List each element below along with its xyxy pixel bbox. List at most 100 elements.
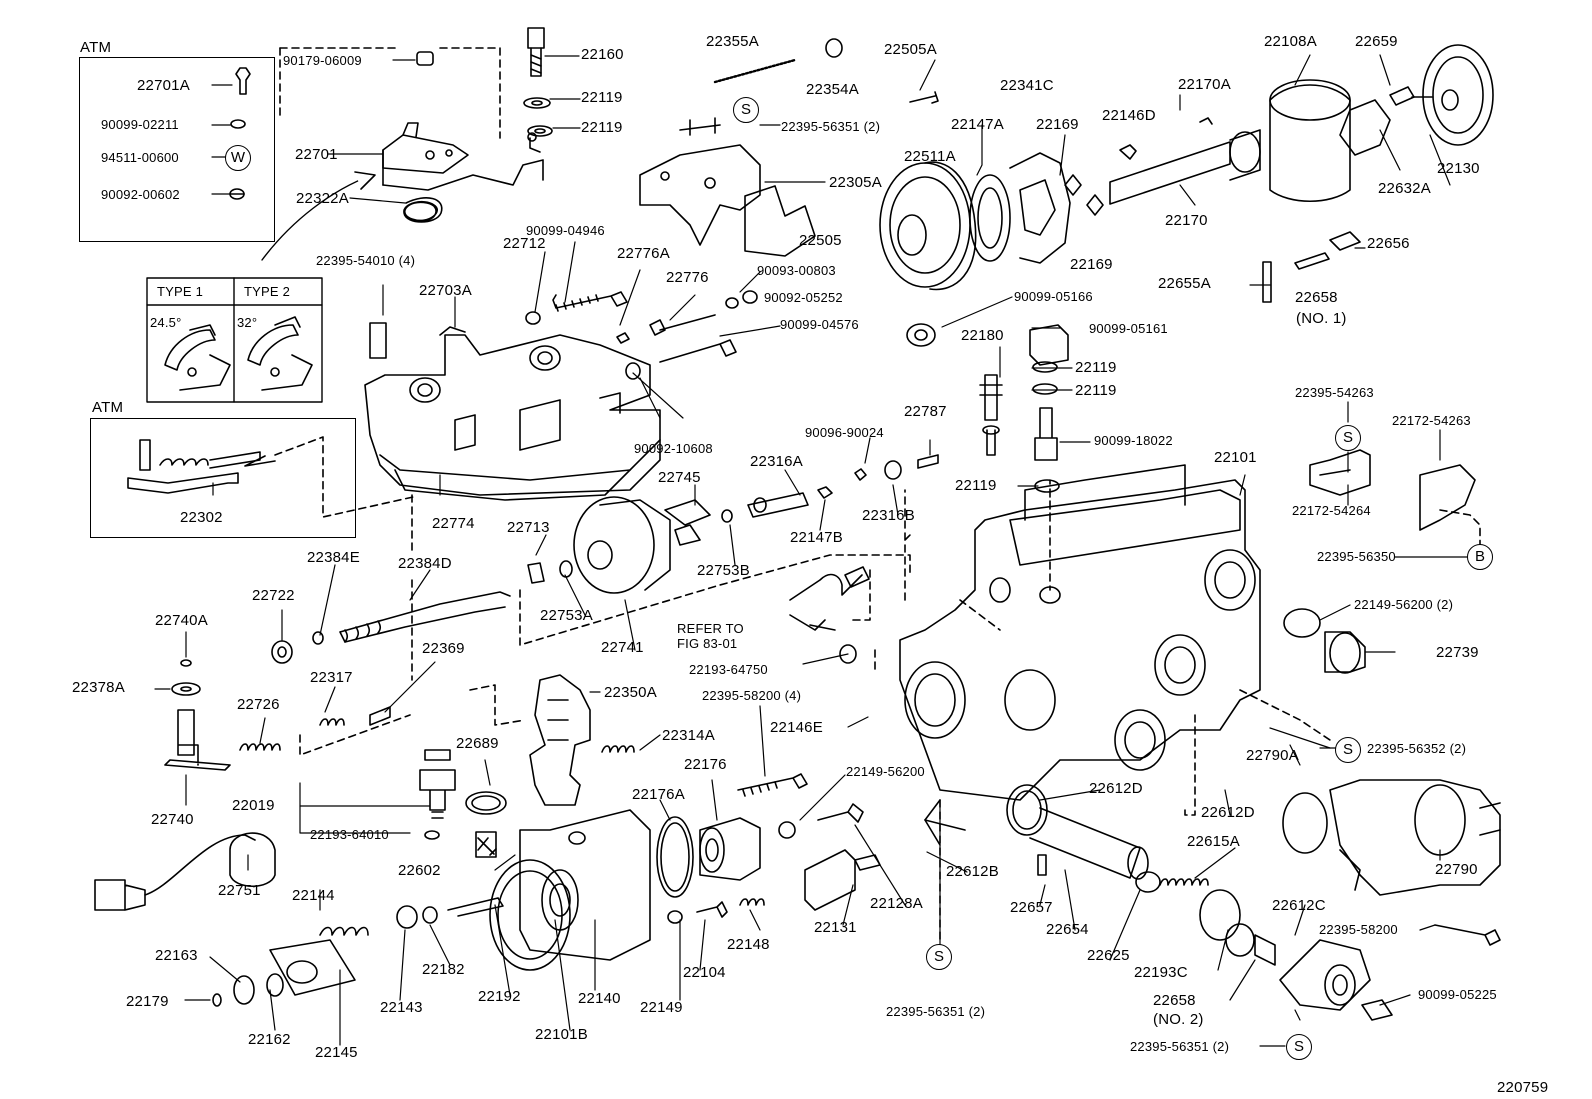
part-label: 22322A: [296, 190, 349, 207]
part-label: 22179: [126, 993, 169, 1010]
part-label: 22657: [1010, 899, 1053, 916]
part-label: 22395-56350: [1317, 549, 1396, 564]
part-label: 22146E: [770, 719, 823, 736]
part-label: 22316A: [750, 453, 803, 470]
atm-actuator-22302: [127, 439, 276, 494]
part-label: 22612C: [1272, 897, 1326, 914]
part-label: 22701A: [137, 77, 190, 94]
part-label: 22176: [684, 756, 727, 773]
part-label: 22395-54263: [1295, 385, 1374, 400]
part-label: 22144: [292, 887, 335, 904]
governor-cover-22703A: [364, 322, 661, 501]
part-label: 22602: [398, 862, 441, 879]
part-label: 22149-56200 (2): [1354, 597, 1454, 612]
diagram-id: 220759: [1497, 1079, 1549, 1096]
bracket-22305A: [639, 117, 816, 257]
part-label: 22740A: [155, 612, 208, 629]
part-label: 22740: [151, 811, 194, 828]
part-label: 22790A: [1246, 747, 1299, 764]
part-label: 22703A: [419, 282, 472, 299]
part-label: 22384D: [398, 555, 452, 572]
part-label: 22193C: [1134, 964, 1188, 981]
part-label: 22147B: [790, 529, 843, 546]
part-label: 22395-56351 (2): [886, 1004, 986, 1019]
part-label: 22713: [507, 519, 550, 536]
part-label: 22505: [799, 232, 842, 249]
part-label: 22787: [904, 403, 947, 420]
part-label: 22145: [315, 1044, 358, 1061]
part-label: 22176A: [632, 786, 685, 803]
part-label: 22658: [1153, 992, 1196, 1009]
part-label: 22341C: [1000, 77, 1054, 94]
part-label: 22108A: [1264, 33, 1317, 50]
part-label: 90099-05166: [1014, 289, 1093, 304]
part-label: 22741: [601, 639, 644, 656]
part-label: 22395-56351 (2): [1130, 1039, 1230, 1054]
feed-pump-parts: [1269, 44, 1494, 203]
part-label: 22395-56351 (2): [781, 119, 881, 134]
part-label: 22131: [814, 919, 857, 936]
part-label: 22193-64750: [689, 662, 768, 677]
part-label: 22656: [1367, 235, 1410, 252]
part-label: 90179-06009: [283, 53, 362, 68]
part-label: 22193-64010: [310, 827, 389, 842]
part-label: 22104: [683, 964, 726, 981]
part-label: 22147A: [951, 116, 1004, 133]
part-label: 22101B: [535, 1026, 588, 1043]
part-label: 22774: [432, 515, 475, 532]
part-label: 90099-04576: [780, 317, 859, 332]
part-label: 22163: [155, 947, 198, 964]
part-label: 22612B: [946, 863, 999, 880]
part-label: 90099-04946: [526, 223, 605, 238]
atm-inset-middle: [90, 418, 356, 538]
part-label: 22172-54263: [1392, 413, 1471, 428]
part-label: 22689: [456, 735, 499, 752]
part-label: 22395-54010 (4): [316, 253, 416, 268]
part-label: 22169: [1036, 116, 1079, 133]
pump-housing-22101: [899, 464, 1261, 846]
part-label: 22149-56200: [846, 764, 925, 779]
part-label: 22316B: [862, 507, 915, 524]
part-label: 22302: [180, 509, 223, 526]
part-label: 90096-90024: [805, 425, 884, 440]
s-symbol-22790: S: [1335, 737, 1361, 763]
part-label: 22722: [252, 587, 295, 604]
angle1-label: 24.5°: [150, 315, 182, 330]
part-label: (NO. 2): [1153, 1011, 1204, 1028]
part-label: 22119: [1075, 382, 1117, 399]
atm-inset-top: [79, 57, 275, 242]
part-label: 22169: [1070, 256, 1113, 273]
part-label: (NO. 1): [1296, 310, 1347, 327]
part-label: 22128A: [870, 895, 923, 912]
part-label: 90099-18022: [1094, 433, 1173, 448]
part-label: 22149: [640, 999, 683, 1016]
part-label: 22119: [1075, 359, 1117, 376]
part-label: 22505A: [884, 41, 937, 58]
part-label: 22140: [578, 990, 621, 1007]
part-label: 22172-54264: [1292, 503, 1371, 518]
part-label: 22776: [666, 269, 709, 286]
part-label: 22143: [380, 999, 423, 1016]
refer-line2: FIG 83-01: [677, 636, 738, 651]
part-label: 22790: [1435, 861, 1478, 878]
part-label: 22395-58200 (4): [702, 688, 802, 703]
s-symbol-right: S: [1335, 425, 1361, 451]
part-label: 22378A: [72, 679, 125, 696]
adjusting-lever-group: [229, 51, 544, 261]
part-label: 90099-05225: [1418, 987, 1497, 1002]
part-label: 22119: [581, 89, 623, 106]
part-label: 22146D: [1102, 107, 1156, 124]
part-label: 90093-00803: [757, 263, 836, 278]
part-label: 22317: [310, 669, 353, 686]
part-label: 90099-02211: [101, 117, 179, 132]
type2-label: TYPE 2: [244, 284, 290, 299]
part-label: 22395-56352 (2): [1367, 741, 1467, 756]
part-label: 22511A: [904, 148, 956, 165]
part-label: 22160: [581, 46, 624, 63]
part-label: 22615A: [1187, 833, 1240, 850]
w-symbol: W: [225, 145, 251, 171]
s-symbol-bottom-right: S: [1286, 1034, 1312, 1060]
part-label: 22753B: [697, 562, 750, 579]
part-label: 90092-00602: [101, 187, 180, 202]
part-label: 22350A: [604, 684, 657, 701]
